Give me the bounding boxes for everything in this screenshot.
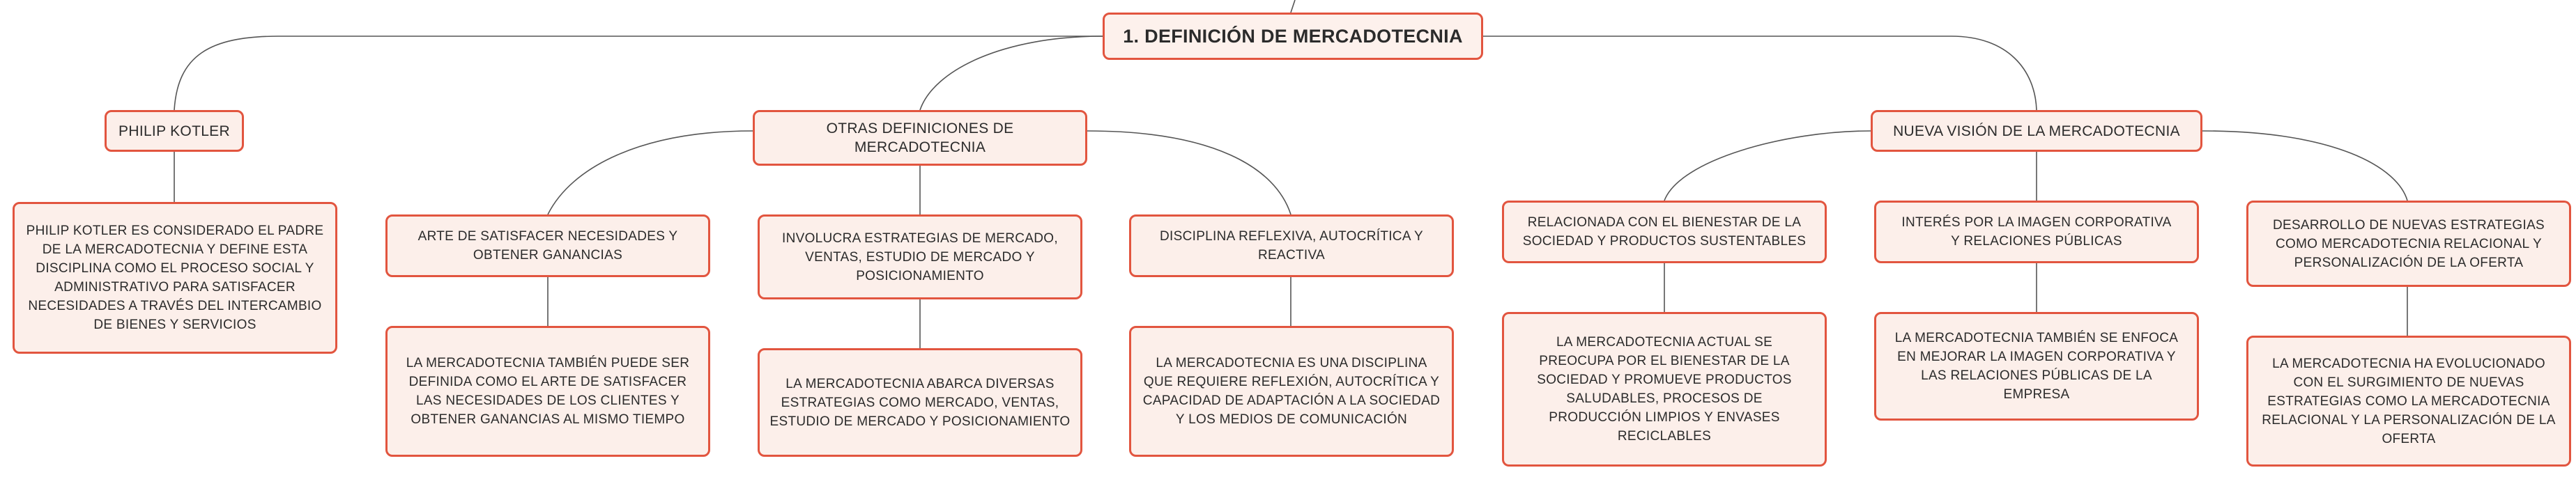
root-node[interactable]: 1. DEFINICIÓN DE MERCADOTECNIA [1103,13,1483,60]
connector-nueva-c3 [2202,130,2408,201]
connector-root-otras [919,36,1103,111]
node-nueva-child-3[interactable]: DESARROLLO DE NUEVAS ESTRATEGIAS COMO ME… [2246,201,2571,287]
node-nueva-detail-3[interactable]: LA MERCADOTECNIA HA EVOLUCIONADO CON EL … [2246,336,2571,467]
node-nueva-detail-1[interactable]: LA MERCADOTECNIA ACTUAL SE PREOCUPA POR … [1502,312,1827,467]
connector-nueva-c1 [1664,130,1871,201]
node-nueva-child-1[interactable]: RELACIONADA CON EL BIENESTAR DE LA SOCIE… [1502,201,1827,263]
node-otras-definiciones[interactable]: OTRAS DEFINICIONES DE MERCADOTECNIA [753,110,1087,166]
node-otras-child-3[interactable]: DISCIPLINA REFLEXIVA, AUTOCRÍTICA Y REAC… [1129,214,1454,277]
connector-otras-c3 [1087,130,1291,215]
connector-root-top [1290,0,1296,13]
node-otras-detail-2[interactable]: LA MERCADOTECNIA ABARCA DIVERSAS ESTRATE… [758,348,1082,457]
node-nueva-child-2[interactable]: INTERÉS POR LA IMAGEN CORPORATIVA Y RELA… [1874,201,2199,263]
node-otras-child-2[interactable]: INVOLUCRA ESTRATEGIAS DE MERCADO, VENTAS… [758,214,1082,299]
node-nueva-detail-2[interactable]: LA MERCADOTECNIA TAMBIÉN SE ENFOCA EN ME… [1874,312,2199,421]
node-philip-kotler[interactable]: PHILIP KOTLER [105,110,244,152]
node-otras-child-1[interactable]: ARTE DE SATISFACER NECESIDADES Y OBTENER… [385,214,710,277]
node-otras-detail-1[interactable]: LA MERCADOTECNIA TAMBIÉN PUEDE SER DEFIN… [385,326,710,457]
connector-otras-c1 [547,130,753,215]
node-nueva-vision[interactable]: NUEVA VISIÓN DE LA MERCADOTECNIA [1871,110,2202,152]
connector-root-kotler [174,36,1103,111]
connector-root-nueva [1483,36,2037,111]
node-philip-kotler-detail[interactable]: PHILIP KOTLER ES CONSIDERADO EL PADRE DE… [13,202,337,354]
node-otras-detail-3[interactable]: LA MERCADOTECNIA ES UNA DISCIPLINA QUE R… [1129,326,1454,457]
